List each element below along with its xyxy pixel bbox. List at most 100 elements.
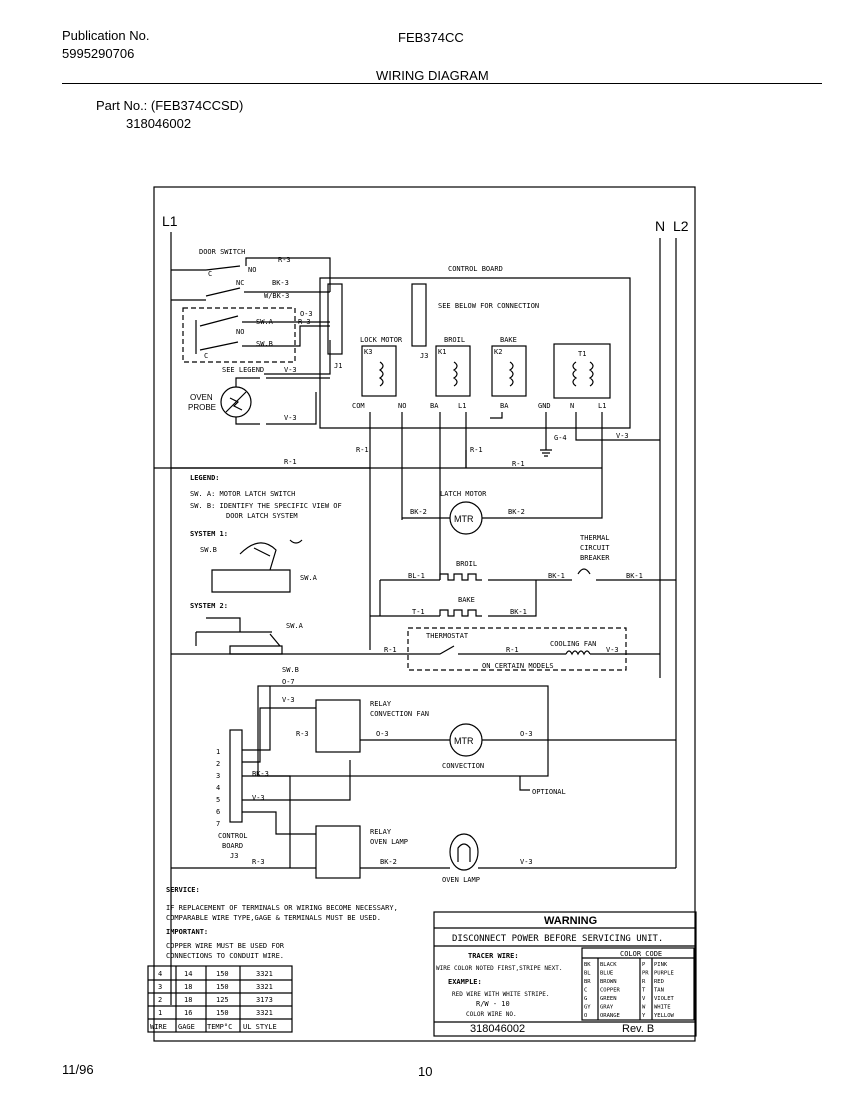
legend-sw-a: SW. A: MOTOR LATCH SWITCH (190, 490, 295, 498)
j3-pin-6: 6 (216, 808, 220, 816)
sw-a-no: NO (236, 328, 244, 336)
color-code-cell: P (642, 962, 646, 968)
wire-v3-label-6: V-3 (252, 794, 265, 802)
j3-caption-2: BOARD (222, 842, 243, 850)
wire-table-cell: 150 (216, 970, 229, 978)
warning-rev: Rev. B (622, 1023, 654, 1035)
color-code-cell: BLUE (600, 971, 613, 977)
wire-table-cell: 14 (184, 970, 192, 978)
warning-block (433, 911, 697, 1037)
control-board-outline (319, 277, 631, 429)
color-code-cell: C (584, 988, 587, 994)
k1-relay (435, 345, 471, 397)
wire-v3-label-7: V-3 (520, 858, 533, 866)
color-code-cell: V (642, 996, 646, 1002)
color-code-cell: ORANGE (600, 1013, 620, 1019)
wire-table-cell: 4 (158, 970, 162, 978)
footer-page: 10 (418, 1064, 433, 1079)
color-code-cell: G (584, 996, 587, 1002)
example-line-2: R/W - 10 (476, 1000, 510, 1008)
bake-element (370, 580, 537, 617)
oven-probe-label-1: OVEN (190, 393, 213, 402)
r1-bus-wires (171, 432, 602, 650)
latch-motor-label: LATCH MOTOR (440, 490, 487, 498)
color-code-cell: Y (642, 1013, 646, 1019)
l1-terminal: L1 (458, 402, 466, 410)
k3-label: K3 (364, 348, 372, 356)
wire-bk3-label: BK-3 (272, 279, 289, 287)
wire-table-cell: 18 (184, 983, 192, 991)
wire-table-cell: 18 (184, 996, 192, 1004)
tracer-title: TRACER WIRE: (468, 952, 519, 960)
j1-label: J1 (334, 362, 342, 370)
thermostat-label: THERMOSTAT (426, 632, 469, 640)
oven-lamp-relay-label: RELAY (370, 828, 392, 836)
j3-pin-7: 7 (216, 820, 220, 828)
color-code-cell: R (642, 979, 646, 985)
wire-v3-label-3: V-3 (616, 432, 629, 440)
thermal-label-2: CIRCUIT (580, 544, 610, 552)
wire-r3-label-4: R-3 (252, 858, 265, 866)
relay-coils (378, 361, 594, 387)
door-switch-wire (171, 257, 331, 292)
oven-lamp-relay-label-2: OVEN LAMP (370, 838, 408, 846)
n-terminal: N (570, 402, 574, 410)
control-board-label: CONTROL BOARD (448, 265, 503, 273)
latch-motor-mtr: MTR (454, 514, 474, 524)
wire-wbk3-label: W/BK-3 (264, 292, 289, 300)
bake-element-label: BAKE (458, 596, 475, 604)
wire-bk2-label: BK-2 (410, 508, 427, 516)
wire-g4-label: G-4 (554, 434, 567, 442)
wire-bk3-label-2: BK-3 (252, 770, 269, 778)
lock-motor-label: LOCK MOTOR (360, 336, 403, 344)
color-code-cell: GREEN (600, 996, 617, 1002)
broil-element (380, 568, 676, 581)
latch-switch-wiring (195, 315, 330, 354)
legend-sw-b-2: DOOR LATCH SYSTEM (226, 512, 298, 520)
wire-table-cell: 150 (216, 1009, 229, 1017)
color-code-cell: RED (654, 979, 664, 985)
convection-wires (360, 739, 676, 791)
important-title: IMPORTANT: (166, 928, 208, 936)
j3-board-connector (229, 729, 243, 823)
tracer-text: WIRE COLOR NOTED FIRST,STRIPE NEXT. (436, 965, 562, 972)
ground-symbol (540, 440, 552, 457)
wire-bl1-label: BL-1 (408, 572, 425, 580)
oven-probe-inner (225, 391, 247, 413)
service-line-1: IF REPLACEMENT OF TERMINALS OR WIRING BE… (166, 904, 398, 912)
color-code-title: COLOR CODE (620, 950, 662, 958)
j3-pin-5: 5 (216, 796, 220, 804)
convection-label: CONVECTION (442, 762, 484, 770)
system2-sw-b: SW.B (282, 666, 299, 674)
footer-date: 11/96 (62, 1062, 94, 1077)
bake-relay-label: BAKE (500, 336, 517, 344)
wire-table-cell: 150 (216, 983, 229, 991)
wire-v3-label-2: V-3 (284, 414, 297, 422)
color-code-cell: COPPER (600, 988, 621, 994)
j3-pin-4: 4 (216, 784, 220, 792)
wire-table-header: TEMP°C (207, 1023, 232, 1031)
example-line-1: RED WIRE WITH WHITE STRIPE. (452, 991, 550, 998)
broil-element-label: BROIL (456, 560, 477, 568)
t1-label: T1 (578, 350, 586, 358)
wire-r3-label-3: R-3 (296, 730, 309, 738)
color-code-cell: BK (584, 962, 591, 968)
oven-lamp-relay (315, 825, 361, 879)
door-switch-label: DOOR SWITCH (199, 248, 245, 256)
wire-table-cell: 2 (158, 996, 162, 1004)
certain-models-label: ON CERTAIN MODELS (482, 662, 554, 670)
k1-label: K1 (438, 348, 446, 356)
color-code-cell: BROWN (600, 979, 617, 985)
example-title: EXAMPLE: (448, 978, 482, 986)
sw-b-label: SW.B (256, 340, 273, 348)
diagram-frame (153, 186, 696, 1042)
part-number: 318046002 (126, 116, 192, 131)
color-code-cell: PURPLE (654, 971, 674, 977)
service-title: SERVICE: (166, 886, 200, 894)
color-code-cell: BLACK (600, 962, 617, 968)
wire-r1-label-5: R-1 (384, 646, 397, 654)
wire-o7-label: O-7 (282, 678, 295, 686)
warning-title: WARNING (544, 915, 597, 927)
j3-pin-1: 1 (216, 748, 220, 756)
oven-lamp-symbol (449, 833, 479, 871)
